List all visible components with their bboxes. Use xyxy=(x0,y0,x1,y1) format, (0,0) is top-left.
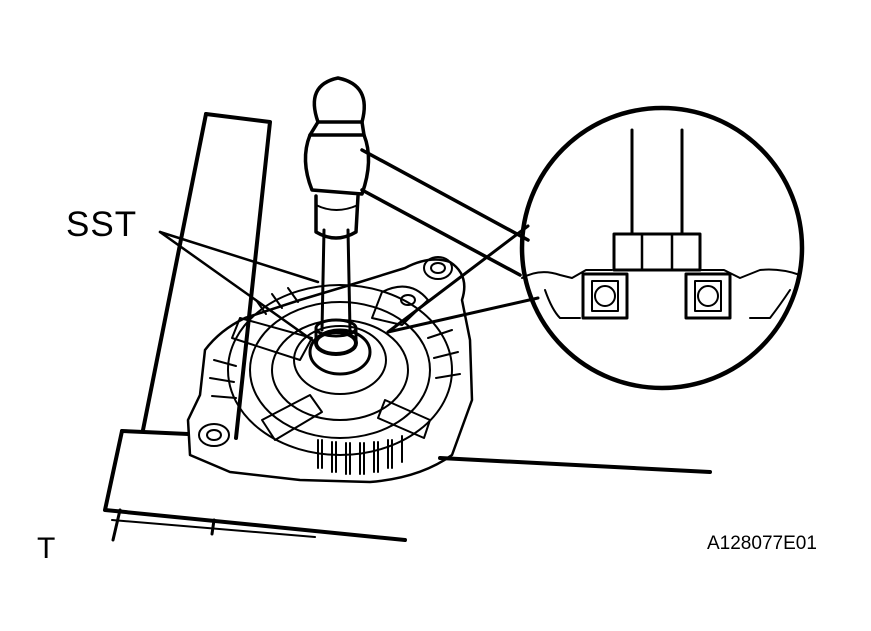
hammer xyxy=(303,76,530,277)
support-frame xyxy=(103,112,712,542)
alternator xyxy=(186,256,474,484)
sst-leader-lines xyxy=(158,230,320,342)
detail-magnifier xyxy=(386,105,805,391)
sst-driver-tool xyxy=(314,228,358,356)
sst-callout-label: SST xyxy=(66,205,138,244)
corner-mark-label: T xyxy=(37,532,56,565)
figure-id-label: A128077E01 xyxy=(707,533,817,554)
